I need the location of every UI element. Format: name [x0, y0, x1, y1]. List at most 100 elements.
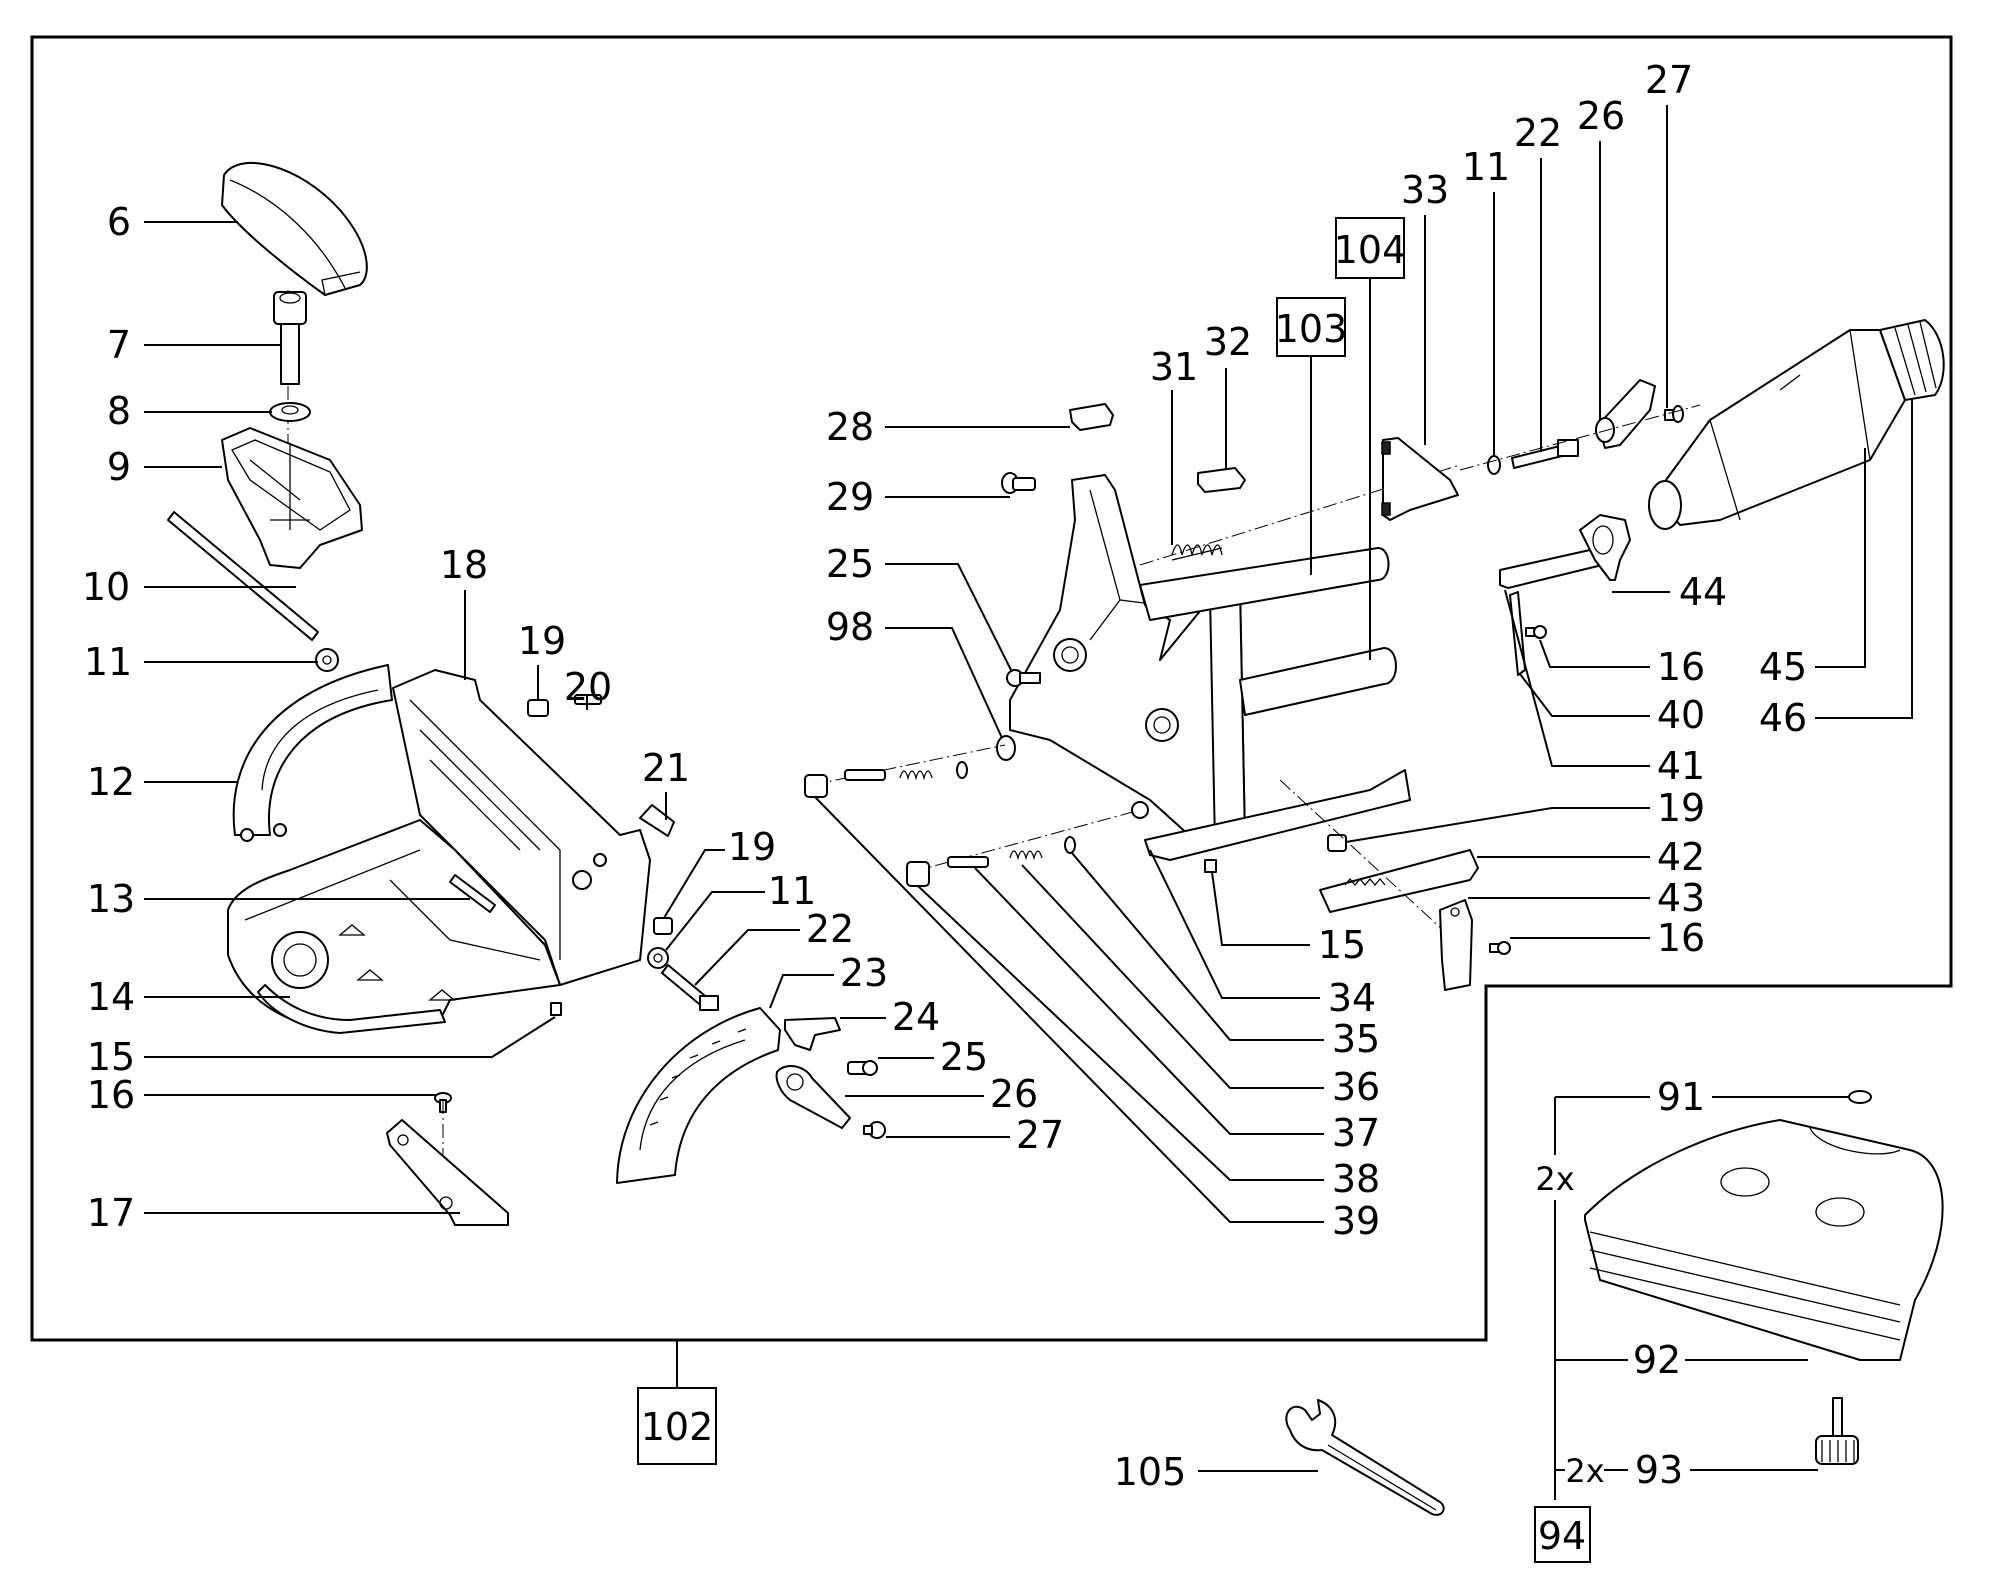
callout-27b: 27 — [1645, 58, 1693, 408]
callout-11c: 11 — [1462, 145, 1510, 455]
part-105-open-end-wrench[interactable] — [1285, 1399, 1445, 1516]
svg-text:105: 105 — [1114, 1450, 1187, 1494]
svg-text:93: 93 — [1635, 1448, 1683, 1492]
part-15-set-screw[interactable] — [550, 1002, 562, 1016]
part-11-washer-b[interactable] — [647, 947, 669, 969]
part-6-knob-cap[interactable] — [221, 161, 368, 296]
part-14-base-plate[interactable] — [227, 819, 561, 1034]
callout-27a: 27 — [886, 1113, 1064, 1157]
part-21-sleeve[interactable] — [639, 804, 675, 837]
callout-98: 98 — [826, 605, 1003, 739]
part-22-stud-b[interactable] — [1511, 439, 1579, 469]
callout-93: 93 — [1635, 1448, 1683, 1492]
svg-text:11: 11 — [84, 640, 132, 684]
part-98-disc[interactable] — [996, 735, 1016, 761]
callout-19b: 19 — [663, 825, 776, 919]
part-bolt-upper[interactable] — [844, 769, 886, 781]
svg-text:43: 43 — [1657, 876, 1705, 920]
svg-text:41: 41 — [1657, 744, 1705, 788]
svg-text:91: 91 — [1657, 1075, 1705, 1119]
part-33-fence-tip[interactable] — [1381, 437, 1459, 521]
callout-13: 13 — [87, 877, 470, 921]
part-8-washer[interactable] — [269, 402, 311, 422]
part-43-bracket[interactable] — [1439, 899, 1473, 991]
callout-21: 21 — [642, 746, 690, 820]
svg-text:40: 40 — [1657, 693, 1705, 737]
assembly-box-104[interactable]: 104 — [1334, 217, 1407, 279]
part-103-rod[interactable] — [1139, 547, 1390, 621]
assembly-number-103: 103 — [1275, 307, 1348, 351]
part-44-clip[interactable] — [1579, 514, 1631, 581]
svg-text:6: 6 — [107, 200, 131, 244]
part-15-set-screw-b[interactable] — [1204, 859, 1217, 873]
part-washer-upper[interactable] — [956, 761, 968, 779]
svg-text:36: 36 — [1332, 1065, 1380, 1109]
part-28-cap[interactable] — [1069, 403, 1114, 431]
part-27-screw-b[interactable] — [1664, 405, 1684, 423]
part-26-lever-b[interactable] — [1595, 379, 1656, 449]
callout-25a: 25 — [878, 1035, 988, 1079]
callout-17: 17 — [87, 1191, 460, 1235]
part-11-washer-c[interactable] — [1487, 455, 1501, 475]
part-27-screw[interactable] — [863, 1121, 886, 1139]
part-11-washer[interactable] — [315, 648, 339, 672]
part-38-sleeve[interactable] — [906, 861, 930, 887]
part-45-extraction-nozzle[interactable] — [1648, 329, 1906, 530]
callout-39: 39 — [814, 796, 1380, 1243]
callout-43: 43 — [1468, 876, 1705, 920]
part-46-hose-connector[interactable] — [1879, 319, 1945, 401]
callout-11b: 11 — [665, 869, 816, 951]
part-24-clamp-jaw[interactable] — [784, 1017, 841, 1051]
part-34-washer[interactable] — [1131, 801, 1149, 819]
part-23-angle-scale[interactable] — [616, 1007, 781, 1184]
part-17-slide-pad[interactable] — [386, 1119, 509, 1226]
callout-14: 14 — [87, 975, 290, 1019]
part-29-screw[interactable] — [1001, 472, 1036, 494]
callout-10: 10 — [82, 565, 296, 609]
callout-19c: 19 — [1345, 786, 1705, 843]
callout-22b: 22 — [1514, 111, 1562, 452]
part-92-support-foot[interactable] — [1584, 1119, 1944, 1361]
part-16-screw-b[interactable] — [1525, 625, 1547, 639]
part-19-bushing[interactable] — [527, 699, 549, 717]
svg-text:98: 98 — [826, 605, 874, 649]
part-12-angle-segment[interactable] — [232, 664, 393, 842]
part-26-clamp-lever[interactable] — [775, 1065, 851, 1129]
part-91-o-ring[interactable] — [1848, 1090, 1872, 1104]
part-10-threaded-rod[interactable] — [167, 511, 319, 641]
assembly-frame-102 — [30, 35, 1953, 1342]
part-spring-upper[interactable] — [899, 770, 933, 781]
part-22-stud[interactable] — [661, 964, 719, 1011]
part-36-spring[interactable] — [1009, 850, 1043, 861]
part-42-rack[interactable] — [1319, 849, 1479, 913]
part-9-knob-base[interactable] — [221, 427, 363, 569]
part-39-sleeve[interactable] — [804, 774, 828, 798]
part-35-washer[interactable] — [1064, 836, 1076, 854]
svg-text:8: 8 — [107, 389, 131, 433]
part-19-bushing-b[interactable] — [653, 917, 673, 935]
part-18-fence-housing[interactable] — [392, 669, 651, 986]
part-25-screw-b[interactable] — [1006, 669, 1041, 687]
part-16-screw-c[interactable] — [1489, 941, 1511, 955]
part-19-bushing-c[interactable] — [1327, 834, 1347, 852]
svg-text:11: 11 — [1462, 145, 1510, 189]
svg-text:23: 23 — [840, 951, 888, 995]
svg-text:15: 15 — [1318, 923, 1366, 967]
svg-text:35: 35 — [1332, 1017, 1380, 1061]
callout-16b: 16 — [1539, 639, 1705, 689]
part-93-thumb-screw[interactable] — [1815, 1397, 1859, 1465]
assembly-box-102[interactable]: 102 — [637, 1387, 717, 1465]
part-41-slide-bar[interactable] — [1499, 549, 1601, 589]
part-104-rod[interactable] — [1239, 647, 1397, 716]
svg-text:34: 34 — [1328, 976, 1376, 1020]
part-32-cap[interactable] — [1197, 467, 1246, 493]
part-25-screw[interactable] — [847, 1060, 878, 1076]
assembly-number-104: 104 — [1334, 228, 1407, 272]
part-13-pin[interactable] — [449, 874, 496, 913]
svg-text:18: 18 — [440, 543, 488, 587]
part-7-socket-screw[interactable] — [273, 291, 307, 385]
part-37-pin[interactable] — [947, 856, 989, 868]
assembly-box-103[interactable]: 103 — [1275, 297, 1348, 357]
assembly-box-94[interactable]: 94 — [1534, 1506, 1591, 1563]
